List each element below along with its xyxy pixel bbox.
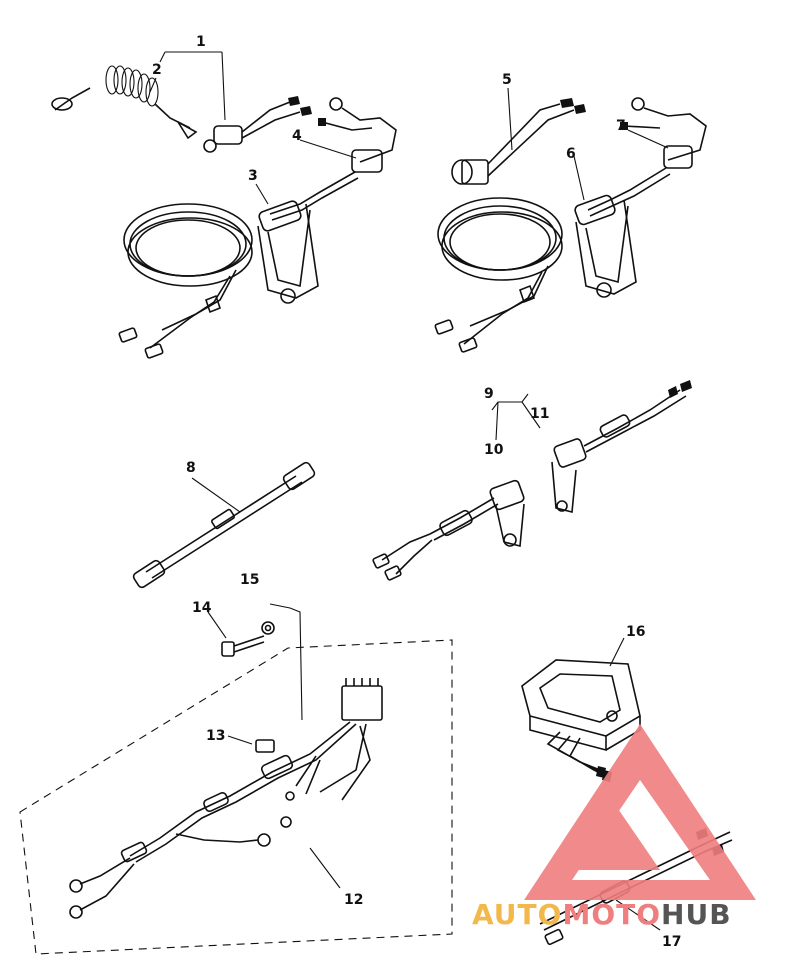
watermark-text-auto: AUTO	[472, 898, 562, 931]
watermark-logo	[524, 724, 756, 900]
callout-2: 2	[152, 62, 162, 78]
callout-16: 16	[626, 624, 645, 640]
callout-14: 14	[192, 600, 212, 616]
callout-11: 11	[530, 406, 549, 422]
callout-3: 3	[248, 168, 258, 184]
callout-6: 6	[566, 146, 576, 162]
lanyard-stop-switch-assembly	[51, 51, 397, 359]
callout-10: 10	[484, 442, 504, 458]
callout-13: 13	[206, 728, 225, 744]
watermark-text-moto: MOTO	[562, 898, 661, 931]
watermark-text: AUTOMOTOHUB	[472, 898, 732, 931]
callout-9: 9	[484, 386, 494, 402]
callout-17: 17	[662, 934, 681, 950]
callout-12: 12	[344, 892, 363, 908]
callout-15: 15	[240, 572, 259, 588]
harness-extension-assembly	[434, 87, 707, 353]
callout-4: 4	[292, 128, 302, 144]
callout-8: 8	[186, 460, 196, 476]
switch-pair-assembly	[372, 380, 692, 581]
callout-7: 7	[616, 118, 626, 134]
callout-5: 5	[502, 72, 512, 88]
callout-1: 1	[196, 34, 206, 50]
watermark-text-hub: HUB	[661, 898, 732, 931]
rectifier-harness-kit	[19, 603, 453, 955]
extension-cable	[132, 461, 316, 589]
